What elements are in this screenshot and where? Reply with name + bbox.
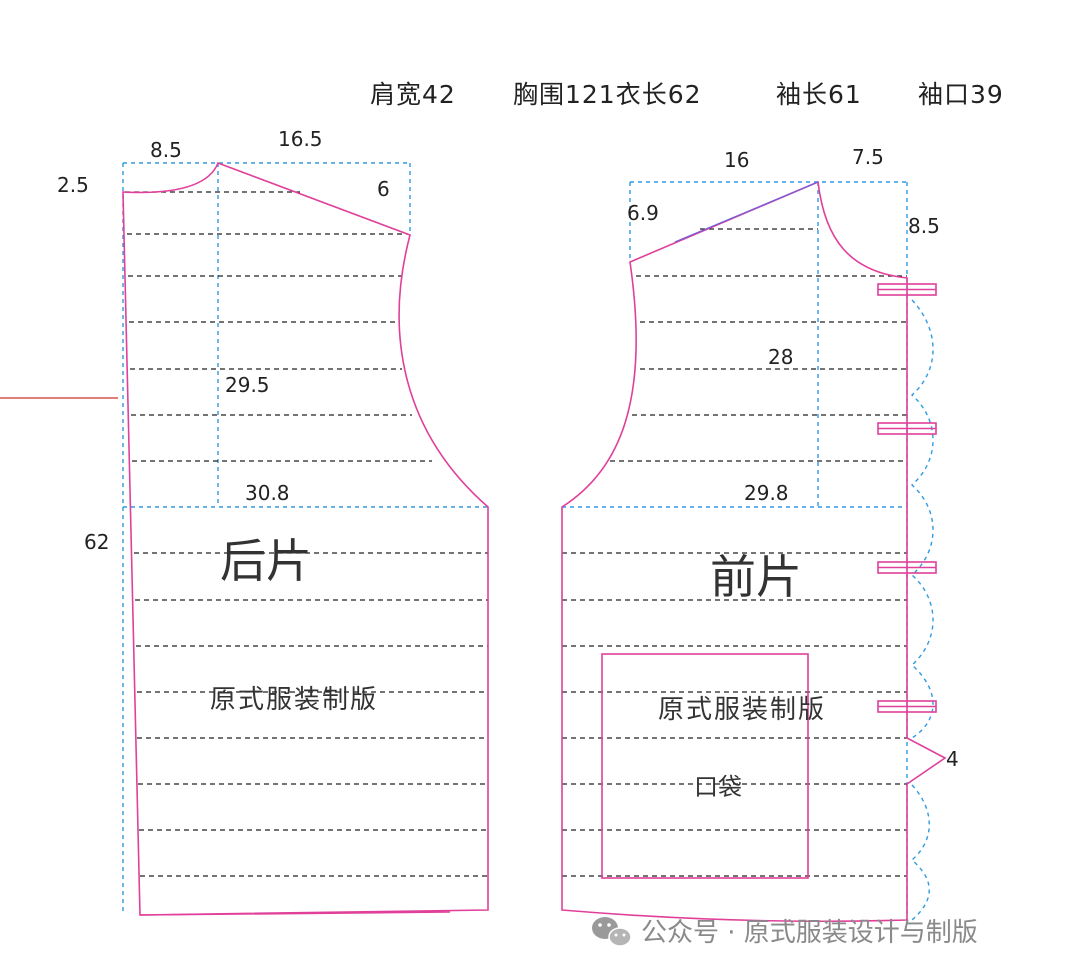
back-piece: 8.5 16.5 2.5 6 29.5 30.8 62 后片 原式服装制版 <box>57 127 489 916</box>
front-dim-shoulder-run: 16 <box>724 148 749 172</box>
watermark-text: 公众号 · 原式服装设计与制版 <box>641 918 978 948</box>
front-dim-shoulder-drop: 6.9 <box>627 201 659 225</box>
front-title: 前片 <box>710 550 802 604</box>
back-dim-armhole-depth: 29.5 <box>225 373 270 397</box>
front-buttonholes <box>877 283 937 713</box>
back-brand: 原式服装制版 <box>210 685 378 715</box>
pocket-label: 口袋 <box>694 773 742 801</box>
back-dim-neck-width: 8.5 <box>150 138 182 162</box>
back-dim-shoulder-drop: 6 <box>377 177 390 201</box>
back-hem-line <box>139 911 451 916</box>
back-dim-half-chest: 30.8 <box>245 481 290 505</box>
back-title: 后片 <box>220 534 312 588</box>
watermark: 公众号 · 原式服装设计与制版 <box>592 917 978 948</box>
front-outline <box>561 180 947 923</box>
wechat-icon <box>592 917 632 947</box>
back-dim-length: 62 <box>84 530 109 554</box>
front-dashed-grid <box>562 228 907 877</box>
front-dim-half-chest: 29.8 <box>744 481 789 505</box>
front-brand: 原式服装制版 <box>658 695 826 725</box>
front-dim-neck-depth: 8.5 <box>908 214 940 238</box>
back-dim-shoulder-run: 16.5 <box>278 127 323 151</box>
spec-shoulder: 肩宽42 <box>370 80 456 109</box>
front-pocket <box>601 653 809 879</box>
back-construction-lines <box>122 162 488 915</box>
front-shoulder-guide <box>674 181 819 243</box>
back-dashed-grid <box>125 191 488 877</box>
spec-sleeve-length: 袖长61 <box>776 80 862 109</box>
back-dim-neck-depth: 2.5 <box>57 173 89 197</box>
front-piece: 16 7.5 6.9 8.5 28 29.8 4 前片 原式服装制版 口袋 <box>561 145 959 923</box>
front-dim-neck-width: 7.5 <box>852 145 884 169</box>
front-dim-armhole-depth: 28 <box>768 345 793 369</box>
front-dim-placket: 4 <box>946 747 959 771</box>
spec-chest-length: 胸围121衣长62 <box>513 80 702 109</box>
spec-cuff: 袖口39 <box>918 80 1004 109</box>
